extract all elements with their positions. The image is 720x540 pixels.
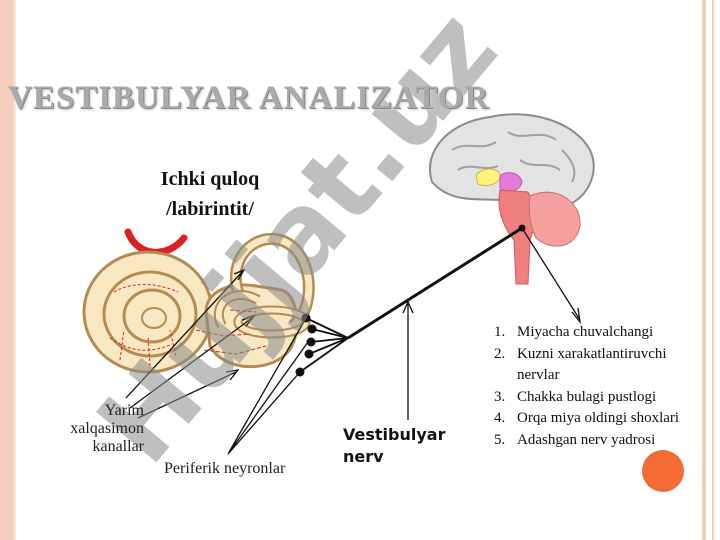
semicircular-label-line1: Yarim	[104, 402, 144, 419]
inner-ear-label: Ichki quloq /labirintit/	[120, 164, 300, 224]
right-frame-stripe	[712, 0, 714, 540]
target-item: 4.Orqa miya oldingi shoxlari	[494, 410, 680, 426]
slide-title: VESTIBULYAR ANALIZATOR	[8, 80, 490, 116]
target-item: 2.Kuzni xarakatlantiruvchi nervlar	[494, 345, 667, 384]
peripheral-neurons-label: Periferik neyronlar	[164, 460, 286, 477]
right-frame-bar	[702, 0, 706, 540]
pointer-lines	[125, 226, 581, 455]
semicircular-canals-label: Yarim xalqasimon kanallar	[20, 402, 144, 456]
target-item: 5.Adashgan nerv yadrosi	[494, 431, 656, 448]
semicircular-label-line3: kanallar	[92, 438, 144, 455]
target-item: 1.Miyacha chuvalchangi	[494, 324, 654, 340]
accent-dot	[642, 450, 684, 492]
vestibular-nerve-label: Vestibulyar nerv	[343, 424, 483, 468]
inner-ear-illustration	[82, 228, 315, 374]
vestibular-nerve-line1: Vestibulyar	[343, 425, 446, 444]
target-list: 1.Miyacha chuvalchangi 2.Kuzni xarakatla…	[494, 322, 694, 451]
inner-ear-label-line1: Ichki quloq	[160, 168, 260, 190]
vestibular-nerve-line2: nerv	[343, 447, 384, 466]
semicircular-label-line2: xalqasimon	[70, 420, 144, 437]
left-frame-bar	[0, 0, 14, 540]
left-frame-stripe	[14, 0, 16, 540]
brain-illustration	[429, 113, 595, 285]
target-item: 3.Chakka bulagi pustlogi	[494, 388, 657, 405]
inner-ear-label-line2: /labirintit/	[166, 198, 254, 220]
